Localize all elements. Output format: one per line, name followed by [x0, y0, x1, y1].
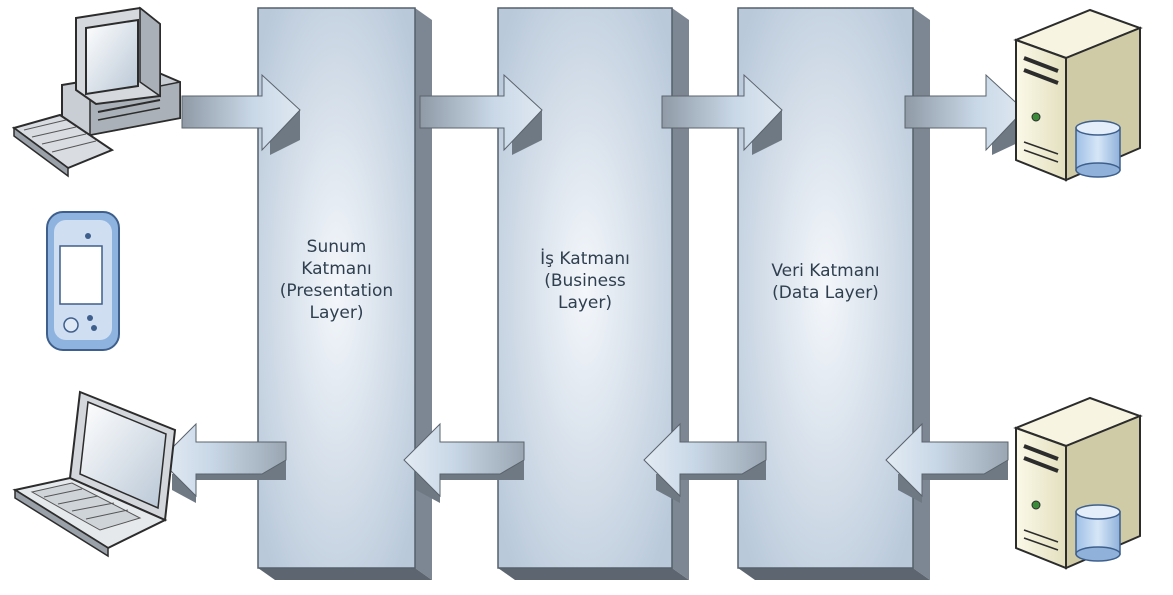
pda-handheld-icon: [46, 211, 120, 351]
server-bottom-icon: [1013, 396, 1143, 570]
desktop-computer-icon: [11, 6, 181, 178]
arrow-right-business-to-data: [661, 73, 783, 155]
arrow-left-data-to-business: [643, 422, 767, 503]
layer-slab-bottom: [738, 568, 930, 580]
presentation-layer-label: Sunum Katmanı (Presentation Layer): [279, 237, 394, 323]
arrow-right-client-to-presentation: [181, 73, 301, 155]
server-top-icon: [1013, 8, 1143, 182]
arrow-right-presentation-to-business: [419, 73, 543, 155]
arrow-left-business-to-presentation: [403, 422, 525, 503]
laptop-icon: [12, 390, 177, 558]
layer-slab-bottom: [258, 568, 432, 580]
data-layer-label: Veri Katmanı (Data Layer): [771, 261, 880, 303]
layer-slab-bottom: [498, 568, 689, 580]
business-layer-label: İş Katmanı (Business Layer): [540, 249, 630, 313]
arrow-right-data-to-server: [904, 73, 1025, 155]
arrow-left-presentation-to-client: [159, 422, 287, 503]
arrow-left-server-to-data: [885, 422, 1009, 503]
